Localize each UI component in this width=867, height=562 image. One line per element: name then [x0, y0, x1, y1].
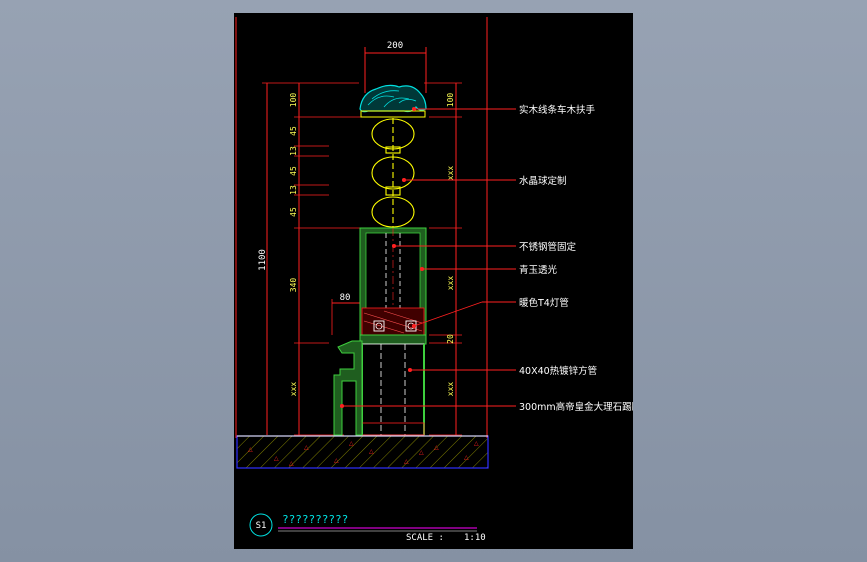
callout-jade-glass: 青玉透光 [519, 264, 558, 276]
marble-skirting [333, 340, 363, 436]
left-dim-3: 13 [289, 146, 298, 156]
top-width-label: 200 [387, 41, 403, 51]
base-plate [359, 334, 427, 345]
svg-text:△: △ [304, 444, 309, 451]
sub-dim-80: 80 [340, 293, 351, 303]
overall-height-label: 1100 [258, 249, 268, 271]
right-dim-1: 100 [446, 93, 455, 108]
right-dim-2: xxx [446, 166, 455, 181]
callout-lamp-tube: 暖色T4灯管 [519, 297, 569, 309]
cad-viewport[interactable]: 200 1100 100 45 13 45 13 45 340 xxx [234, 13, 633, 549]
left-dim-2: 45 [289, 126, 298, 136]
svg-text:△: △ [248, 446, 253, 453]
right-dim-4: 20 [446, 334, 455, 344]
scale-value: 1:10 [464, 533, 486, 543]
drawing-title: ?????????? [282, 513, 348, 526]
section-marker-label: S1 [256, 521, 267, 531]
lamp-tube-zone [361, 307, 425, 337]
left-dim-4: 45 [289, 166, 298, 176]
railing-section-drawing: 200 1100 100 45 13 45 13 45 340 xxx [235, 17, 633, 543]
svg-text:△: △ [369, 448, 374, 455]
left-dim-6: 45 [289, 207, 298, 217]
left-dimension-chain: 100 45 13 45 13 45 340 xxx [289, 83, 369, 436]
callout-handrail: 实木线条车木扶手 [519, 104, 596, 116]
callout-square-tube: 40X40热镀锌方管 [519, 365, 597, 377]
steel-square-tube [361, 343, 425, 436]
top-width-dimension: 200 [364, 41, 427, 93]
callout-crystal-ball: 水晶球定制 [519, 175, 567, 187]
svg-text:△: △ [419, 449, 424, 456]
crystal-ball-stack [371, 118, 415, 228]
scale-label: SCALE : [406, 533, 444, 543]
svg-text:△: △ [474, 440, 479, 447]
callout-stainless-tube: 不锈钢管固定 [519, 241, 577, 253]
overall-height-dimension: 1100 [258, 82, 359, 435]
right-dim-5: xxx [446, 382, 455, 397]
svg-text:△: △ [434, 444, 439, 451]
floor-section: △ △ △ △ △ △ △ △ △ △ △ △ [236, 435, 489, 469]
svg-text:△: △ [464, 454, 469, 461]
left-dim-7: 340 [289, 278, 298, 293]
callout-leaders [339, 106, 516, 409]
svg-text:△: △ [274, 455, 279, 462]
left-dim-1: 100 [289, 93, 298, 108]
section-marker-circle [249, 513, 273, 537]
callout-marble-skirting: 300mm高帝皇金大理石踢脚 [519, 401, 633, 413]
right-dim-3: xxx [446, 276, 455, 291]
left-dim-5: 13 [289, 185, 298, 195]
title-block: S1 ?????????? SCALE : 1:10 [249, 513, 486, 543]
right-dimension-chain: 100 xxx xxx 20 xxx [424, 82, 462, 436]
svg-text:△: △ [334, 457, 339, 464]
svg-text:△: △ [404, 458, 409, 465]
svg-text:△: △ [289, 460, 294, 467]
svg-text:△: △ [349, 440, 354, 447]
wooden-handrail [359, 84, 427, 118]
left-dim-8: xxx [289, 382, 298, 397]
